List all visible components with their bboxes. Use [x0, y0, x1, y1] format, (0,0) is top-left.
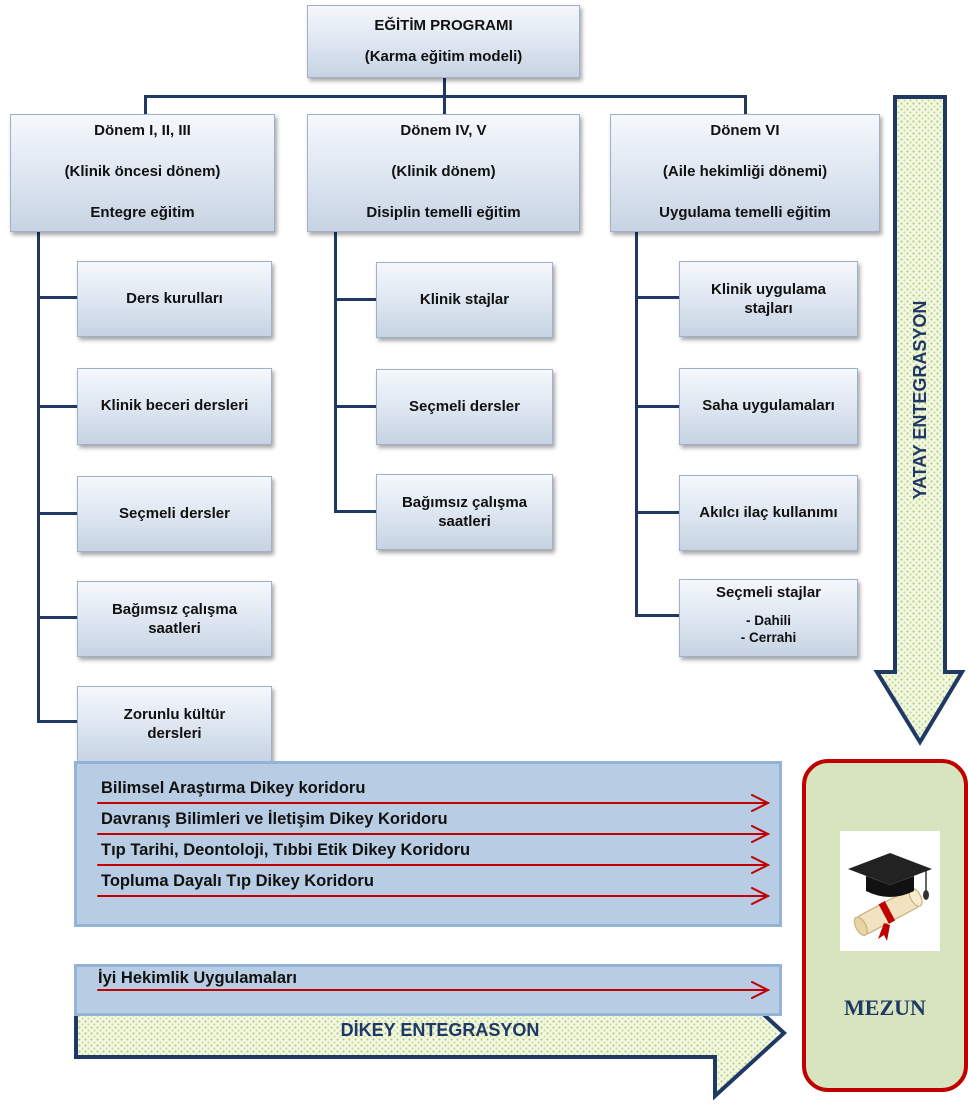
phase-2-item: Klinik stajlar — [376, 262, 553, 338]
phase1-branch-1 — [37, 296, 79, 299]
phase-3-item-label: Klinik uygulama stajları — [710, 280, 827, 318]
phase-3-title: Dönem VI — [710, 122, 780, 139]
phase1-branch-4 — [37, 616, 79, 619]
vertical-integration-label: DİKEY ENTEGRASYON — [340, 1020, 540, 1040]
education-program-title: EĞİTİM PROGRAMI — [374, 17, 513, 35]
phase-1-item-label: Bağımsız çalışma saatleri — [111, 600, 238, 638]
phase-1-item: Zorunlu kültür dersleri — [77, 686, 272, 762]
phase3-branch-3 — [635, 511, 681, 514]
phase-2-title: Dönem IV, V — [400, 122, 487, 139]
horizontal-integration-label: YATAY ENTEGRASYON — [910, 300, 930, 500]
phase-1-box: Dönem I, II, III (Klinik öncesi dönem) E… — [10, 114, 275, 232]
phase-2-method: Disiplin temelli eğitim — [366, 203, 521, 221]
phase-3-item: Seçmeli stajlar - Dahili - Cerrahi — [679, 579, 858, 657]
phase3-connector-drop — [744, 95, 747, 115]
phase-1-period: (Klinik öncesi dönem) — [64, 162, 221, 180]
phase-1-item: Klinik beceri dersleri — [77, 368, 272, 445]
phase-3-item-label: Akılcı ilaç kullanımı — [699, 503, 838, 521]
phase-3-item-sub: - Cerrahi — [740, 629, 797, 645]
education-program-box: EĞİTİM PROGRAMI (Karma eğitim modeli) — [307, 5, 580, 78]
education-program-subtitle: (Karma eğitim modeli) — [364, 47, 523, 65]
phase1-connector-drop — [144, 95, 147, 115]
corridor-label: Tıp Tarihi, Deontoloji, Tıbbi Etik Dikey… — [101, 841, 471, 859]
phase-3-item-label: Saha uygulamaları — [702, 397, 835, 415]
corridor-label: Topluma Dayalı Tıp Dikey Koridoru — [101, 872, 374, 890]
phase-3-period: (Aile hekimliği dönemi) — [662, 162, 828, 180]
top-connector-stem — [443, 77, 446, 97]
graduate-label: MEZUN — [844, 995, 926, 1020]
phase2-connector-drop — [443, 95, 446, 115]
phase-1-item-label: Seçmeli dersler — [119, 504, 230, 522]
phase3-spine — [635, 232, 638, 616]
phase-1-item: Ders kurulları — [77, 261, 272, 337]
vertical-corridors-panel: Bilimsel Araştırma Dikey koridoru Davran… — [74, 761, 782, 927]
phase2-spine — [334, 232, 337, 512]
graduate-box: MEZUN — [802, 759, 968, 1092]
phase-1-item-label: Zorunlu kültür dersleri — [123, 705, 226, 743]
phase-2-item: Bağımsız çalışma saatleri — [376, 474, 553, 550]
phase-3-method: Uygulama temelli eğitim — [659, 203, 831, 221]
phase-1-item-label: Ders kurulları — [126, 289, 223, 307]
phase-1-method: Entegre eğitim — [90, 203, 195, 221]
phase3-branch-1 — [635, 296, 681, 299]
phase2-branch-3 — [334, 510, 378, 513]
phase3-branch-2 — [635, 405, 681, 408]
phase1-branch-5 — [37, 720, 79, 723]
phase-1-item: Seçmeli dersler — [77, 476, 272, 552]
corridor-label: Davranış Bilimleri ve İletişim Dikey Kor… — [101, 810, 448, 828]
phase1-spine — [37, 232, 40, 722]
phase-3-item: Akılcı ilaç kullanımı — [679, 475, 858, 551]
phase-1-title: Dönem I, II, III — [94, 122, 191, 139]
phase-2-box: Dönem IV, V (Klinik dönem) Disiplin teme… — [307, 114, 580, 232]
phase-2-item-label: Klinik stajlar — [419, 290, 510, 308]
phase-3-item-sub: - Dahili — [745, 612, 791, 628]
phase-2-period: (Klinik dönem) — [391, 162, 496, 180]
phase-2-item-label: Seçmeli dersler — [409, 397, 520, 415]
phase-2-item: Seçmeli dersler — [376, 369, 553, 445]
phase1-branch-2 — [37, 405, 79, 408]
phase-3-item: Saha uygulamaları — [679, 368, 858, 445]
phase-3-item-label: Seçmeli stajlar — [715, 584, 822, 601]
corridor-label: Bilimsel Araştırma Dikey koridoru — [101, 779, 366, 797]
phase-2-item-label: Bağımsız çalışma saatleri — [401, 493, 528, 531]
phase2-branch-1 — [334, 298, 378, 301]
horizontal-integration-arrow — [873, 95, 966, 746]
phase3-branch-4 — [635, 614, 681, 617]
good-practice-label: İyi Hekimlik Uygulamaları — [98, 969, 298, 987]
phase1-branch-3 — [37, 512, 79, 515]
phase-1-item: Bağımsız çalışma saatleri — [77, 581, 272, 657]
phase2-branch-2 — [334, 405, 378, 408]
phase-3-item: Klinik uygulama stajları — [679, 261, 858, 337]
phase-3-box: Dönem VI (Aile hekimliği dönemi) Uygulam… — [610, 114, 880, 232]
graduation-cap-diploma-icon — [840, 831, 940, 951]
phase-1-item-label: Klinik beceri dersleri — [100, 397, 249, 415]
